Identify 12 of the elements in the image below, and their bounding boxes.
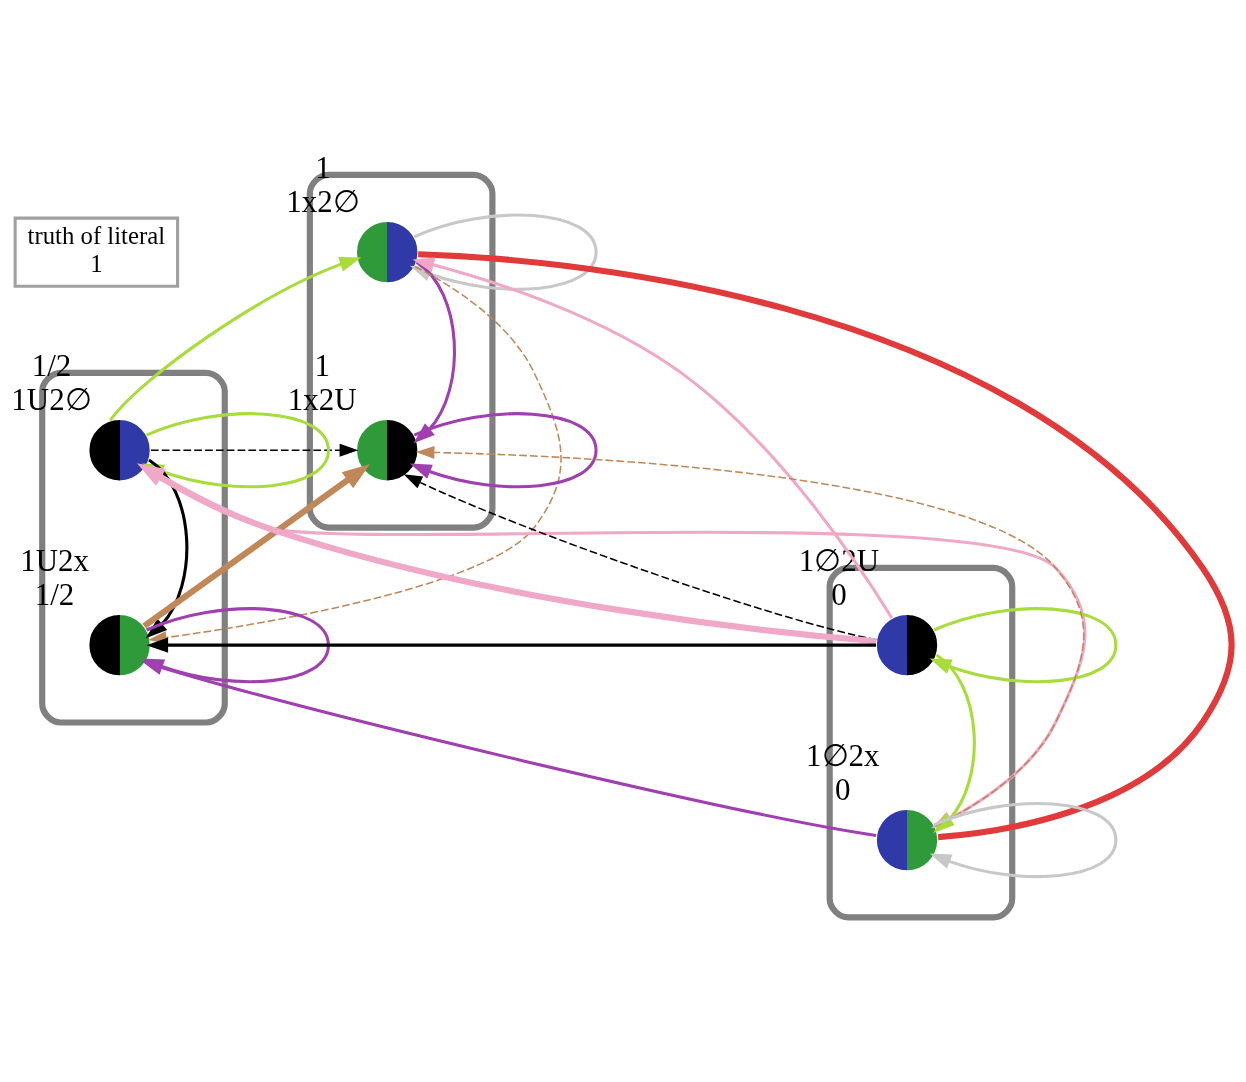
node-label: 1 <box>315 149 331 185</box>
node-label: 1/2 <box>34 576 75 612</box>
node-label: 0 <box>835 771 851 807</box>
node-label: 1∅2x <box>806 737 880 773</box>
node-label: 1 <box>314 347 330 383</box>
node-label: 1U2∅ <box>11 381 92 417</box>
node-label: 1x2∅ <box>286 183 360 219</box>
node-label: 1∅2U <box>798 542 880 578</box>
node-label: 1/2 <box>31 347 72 383</box>
node-label: 1x2U <box>287 381 357 417</box>
node-label: 0 <box>831 576 847 612</box>
node-label: 1U2x <box>20 542 89 578</box>
